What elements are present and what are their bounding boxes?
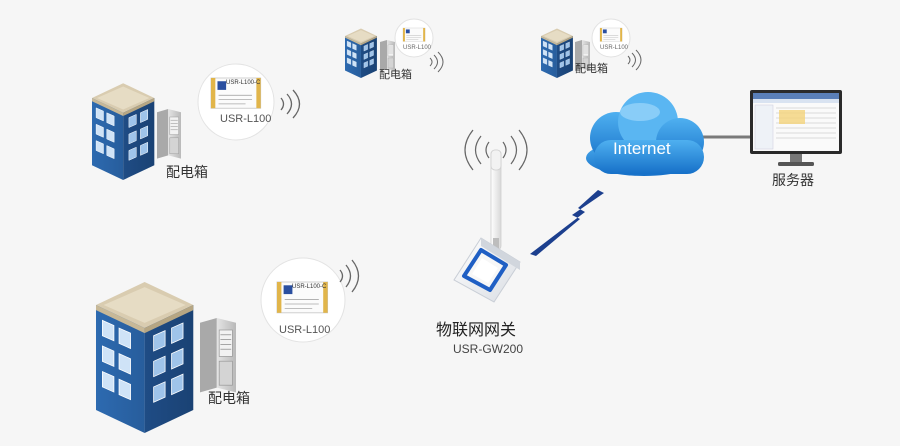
building-large bbox=[95, 257, 360, 434]
electrical-cabinet-icon bbox=[199, 317, 237, 393]
building-large-chip-text: USR-L100-C bbox=[292, 284, 327, 290]
building-top-left bbox=[344, 18, 444, 79]
signal-waves-icon bbox=[339, 259, 360, 293]
lora-module-icon bbox=[402, 27, 426, 42]
signal-waves-icon bbox=[280, 89, 301, 119]
cloud-label: Internet bbox=[613, 139, 671, 158]
cloud-icon bbox=[586, 92, 704, 176]
building-top-right-module-label: USR-L100 bbox=[600, 45, 629, 51]
lightning-link-icon bbox=[530, 190, 604, 256]
gateway-label: 物联网网关 bbox=[436, 320, 517, 339]
electrical-cabinet-icon bbox=[156, 108, 182, 159]
office-building-icon bbox=[95, 281, 194, 434]
gateway-model-label: USR-GW200 bbox=[453, 342, 524, 356]
computer-monitor-icon bbox=[750, 90, 842, 166]
building-large-module-label: USR-L100 bbox=[279, 324, 331, 336]
building-left-chip-text: USR-L100-C bbox=[226, 80, 261, 86]
server-label: 服务器 bbox=[772, 173, 814, 189]
office-building-icon bbox=[91, 82, 155, 181]
building-top-right bbox=[540, 18, 642, 79]
iot-gateway-icon bbox=[453, 129, 528, 303]
building-top-right-label: 配电箱 bbox=[575, 62, 608, 75]
gateway-signal-waves-icon bbox=[464, 129, 528, 171]
building-left-module-label: USR-L100 bbox=[220, 113, 272, 125]
building-top-left-label: 配电箱 bbox=[379, 68, 412, 81]
building-left bbox=[91, 63, 301, 181]
signal-waves-icon bbox=[627, 49, 642, 71]
signal-waves-icon bbox=[429, 51, 444, 73]
building-left-label: 配电箱 bbox=[166, 165, 208, 181]
office-building-icon bbox=[344, 28, 378, 79]
building-large-label: 配电箱 bbox=[208, 391, 250, 407]
lora-module-icon bbox=[599, 27, 623, 42]
office-building-icon bbox=[540, 28, 574, 79]
building-top-left-module-label: USR-L100 bbox=[403, 45, 432, 51]
